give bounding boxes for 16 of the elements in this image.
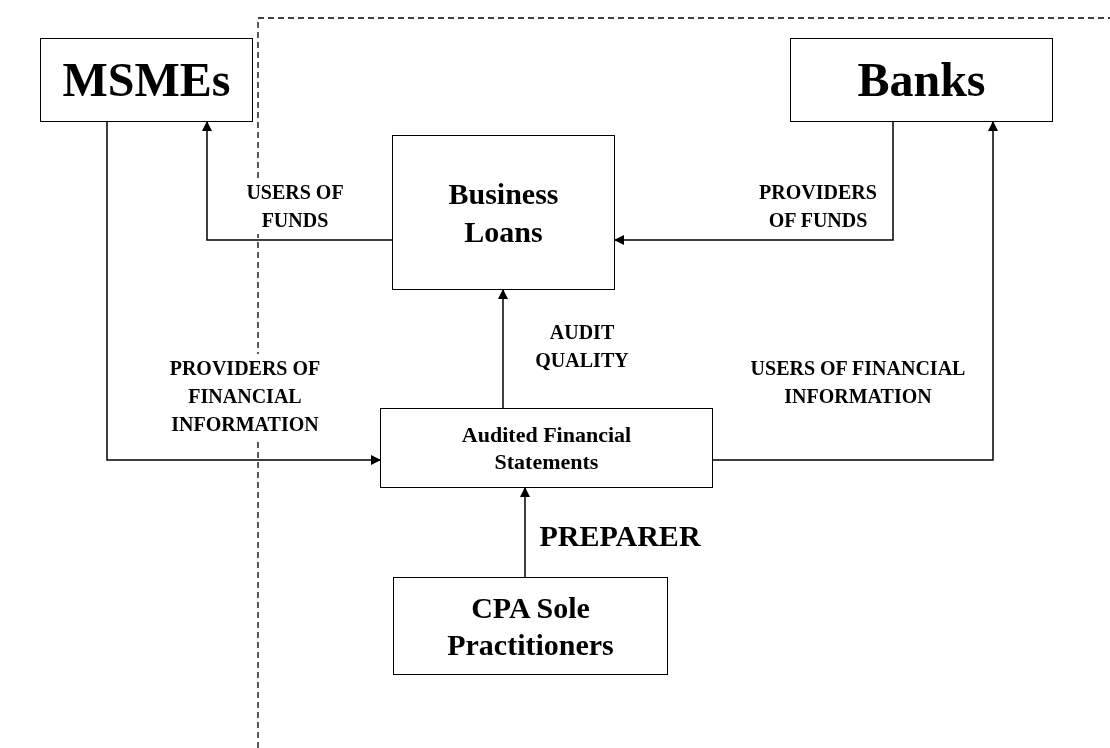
arrow [498, 289, 508, 409]
node-box [380, 408, 713, 488]
arrow [712, 121, 998, 461]
node-label: MSMEs [62, 52, 231, 108]
node-box [790, 38, 1053, 122]
arrow [614, 121, 894, 245]
node-box [40, 38, 253, 122]
arrow [106, 121, 381, 465]
node-box [393, 577, 668, 675]
node-label: CPA Sole Practitioners [446, 589, 615, 663]
node-label: Banks [857, 52, 986, 108]
arrow [520, 487, 530, 578]
node-label: Audited Financial Statements [460, 420, 633, 476]
arrow [202, 121, 393, 241]
node-label: Business Loans [447, 176, 560, 250]
node-box [392, 135, 615, 290]
